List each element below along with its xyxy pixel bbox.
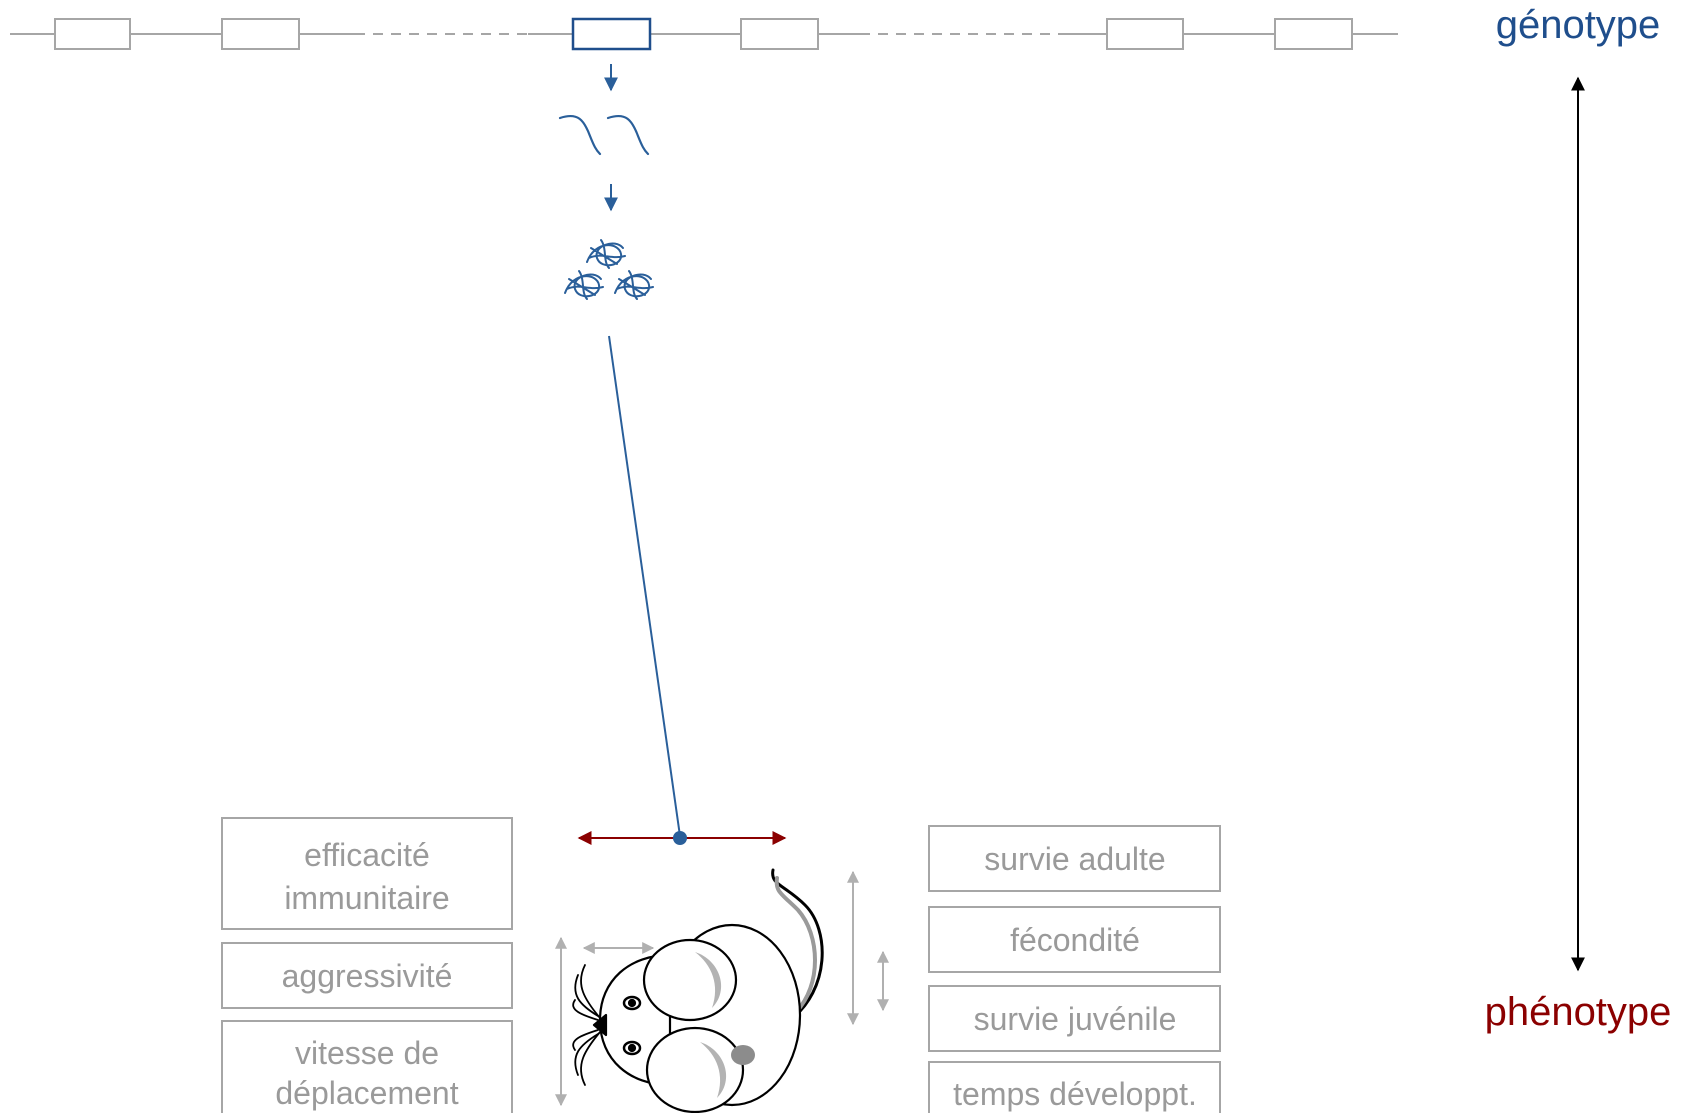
gene-box [1274,18,1353,50]
trait-development-time: temps développt. [953,1076,1197,1112]
trait-speed-line1: vitesse de [295,1035,439,1071]
protein-to-phenotype-line [608,335,681,837]
gene-box [54,18,131,50]
phenotype-label: phénotype [1485,990,1672,1034]
trait-fecundity: fécondité [1010,922,1140,958]
trait-box-aggressivity [221,942,513,1009]
trait-juvenile-survival: survie juvénile [974,1001,1177,1037]
protein-icon [564,239,654,300]
trait-box-speed [221,1020,513,1113]
trait-box-juvenile-survival [928,985,1221,1052]
trait-box-adult-survival [928,825,1221,892]
left-traits: efficacité immunitaire aggressivité vite… [221,817,513,1113]
trait-box-development-time [928,1061,1221,1113]
trait-box-immune [221,817,513,930]
mouse-icon [572,868,824,1113]
phenotype-point [673,831,687,845]
mrna-icon [558,114,650,156]
gene-box [740,18,819,50]
right-traits: survie adulte fécondité survie juvénile … [928,825,1221,1113]
chromosome [10,17,1398,51]
trait-box-fecundity [928,906,1221,973]
focal-gene-box [571,17,652,51]
trait-immune-line1: efficacité [304,837,430,873]
gene-box [221,18,300,50]
gene-box [1106,18,1184,50]
trait-adult-survival: survie adulte [984,841,1165,877]
trait-immune-line2: immunitaire [284,880,449,916]
trait-speed-line2: déplacement [275,1075,458,1111]
genotype-label: génotype [1496,3,1661,47]
trait-aggressivity: aggressivité [282,958,453,994]
